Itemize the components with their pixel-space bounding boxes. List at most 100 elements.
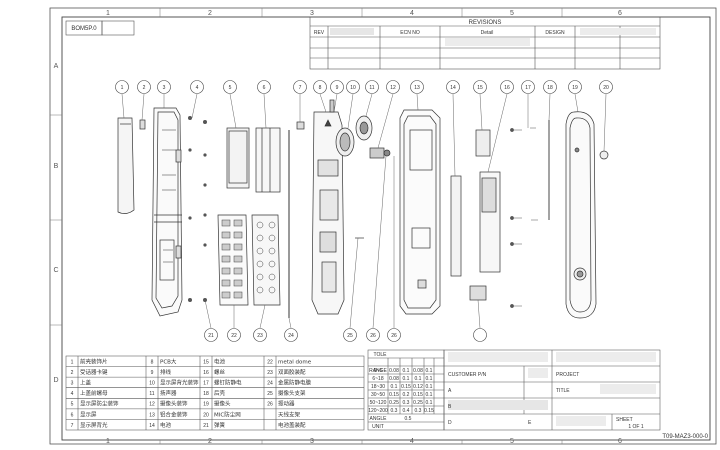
sheet-label: SHEET: [616, 417, 633, 423]
parts-list-item-name: 螺丝: [214, 368, 226, 376]
redacted-strip: [528, 368, 548, 378]
tolerance-cell: 0.15: [413, 392, 423, 398]
tolerance-cell: 6~18: [372, 376, 383, 382]
parts-list-item-number: 12: [149, 402, 155, 408]
corner-code-box-empty: [101, 20, 135, 36]
balloon-label: 19: [572, 85, 578, 91]
tolerance-cell: 0~6: [374, 368, 383, 374]
revisions-title: REVISIONS: [469, 20, 502, 26]
balloon-label: 22: [231, 333, 237, 339]
parts-list-grid: [65, 355, 365, 431]
outer-border: [49, 7, 717, 445]
title-label: TITLE: [556, 388, 570, 394]
tolerance-title: TOLE: [374, 352, 388, 358]
zone-side-d: D: [53, 377, 58, 384]
sheet-value: 1 OF 1: [628, 424, 644, 430]
parts-list-item-name: 显示屏背光: [80, 421, 108, 429]
balloon-label: 24: [288, 333, 294, 339]
revisions-header-design: DESIGN: [545, 30, 565, 36]
redacted-strip: [600, 384, 656, 394]
redacted-strip: [448, 400, 548, 410]
parts-list-item-name: 上盖前螺母: [80, 389, 108, 397]
parts-list-item-name: 弹簧: [214, 421, 226, 429]
tolerance-cell: 0.3: [415, 408, 422, 414]
tolerance-cell: 0.1: [426, 384, 433, 390]
balloon-label: 25: [347, 333, 353, 339]
parts-list-item-name: 排线: [160, 368, 172, 376]
zone-top-5: 5: [510, 10, 514, 17]
parts-list-item-number: 8: [151, 359, 154, 365]
zone-bottom-5: 5: [510, 438, 514, 445]
balloon-label: 5: [229, 85, 232, 91]
parts-list-item-name: metal dome: [278, 359, 312, 365]
balloon-label: 6: [263, 85, 266, 91]
tolerance-cell: 0.1: [391, 384, 398, 390]
part-battery-cover: [469, 129, 501, 301]
parts-list-item-number: 15: [203, 359, 209, 365]
parts-list-item-number: 5: [71, 402, 74, 408]
part-small-round: [599, 150, 609, 160]
balloon-label: 1: [121, 85, 124, 91]
parts-list-item-name: 电池: [160, 421, 172, 429]
balloon-label: 3: [163, 85, 166, 91]
parts-list-item-name: 前壳装饰片: [80, 357, 108, 365]
part-camera: [355, 115, 391, 159]
leader-lines: [121, 93, 607, 329]
parts-list-item-name: PCB大: [160, 357, 177, 365]
tolerance-cell: 0.1: [415, 376, 422, 382]
customer-pn-label: CUSTOMER P/N: [448, 372, 487, 378]
corner-code: BOM5P.0: [71, 26, 97, 32]
tolerance-cell: 30~50: [371, 392, 385, 398]
parts-list-item-name: 摄像头支架: [278, 389, 306, 397]
balloon-label: 2: [143, 85, 146, 91]
parts-list-item-name: 受话器卡键: [80, 368, 108, 376]
parts-list-item-number: 1: [71, 359, 74, 365]
parts-list-item-name: 显示屏防尘装饰: [80, 400, 119, 408]
tolerance-cell: 0.15: [401, 384, 411, 390]
redacted-strip: [556, 352, 656, 362]
redacted-strip: [330, 28, 374, 35]
part-small-square: [296, 121, 305, 130]
tolerance-cell: 0.1: [426, 376, 433, 382]
balloon-label: 14: [450, 85, 456, 91]
parts-list-item-name: 振动器: [278, 400, 295, 408]
part-upper-cover: [151, 107, 183, 317]
zone-bottom-6: 6: [618, 438, 622, 445]
balloon-label: 15: [477, 85, 483, 91]
revisions-header-ecn: ECN NO: [400, 30, 420, 36]
parts-list-item-name: 摄像头装饰: [160, 400, 188, 408]
part-receiver-clip: [139, 119, 146, 130]
parts-list-item-number: 10: [149, 381, 155, 387]
zone-bottom-4: 4: [410, 438, 414, 445]
parts-list-item-name: 电池: [214, 357, 226, 365]
exploded-parts: [117, 99, 609, 319]
parts-list-item-number: 21: [203, 423, 209, 429]
zone-bottom-2: 2: [208, 438, 212, 445]
tolerance-cell: 50~120: [370, 400, 387, 406]
parts-list-item-number: 24: [267, 381, 273, 387]
redacted-strip: [448, 352, 548, 362]
zone-bottom-3: 3: [310, 438, 314, 445]
parts-list-item-number: 3: [71, 381, 74, 387]
balloon-label: 16: [504, 85, 510, 91]
tolerance-cell: 0.1: [403, 368, 410, 374]
parts-list-item-number: 25: [267, 391, 273, 397]
parts-list-item-number: 9: [151, 370, 154, 376]
parts-list-item-number: 6: [71, 412, 74, 418]
part-screws-left: [188, 116, 207, 302]
balloon-label: 21: [208, 333, 214, 339]
tolerance-cell: 0.1: [426, 400, 433, 406]
parts-list-item-name: MIC防尘网: [214, 410, 241, 418]
balloons: [115, 80, 613, 342]
balloon-label: 18: [547, 85, 553, 91]
small-label-d: D: [448, 420, 452, 426]
tolerance-grid: [367, 349, 445, 431]
tolerance-angle-value: 0.5: [405, 416, 412, 422]
parts-list-item-name: 金属防静电膜: [278, 379, 312, 387]
part-backlight: [255, 127, 281, 193]
redacted-strip: [556, 416, 606, 426]
parts-list-item-number: 23: [267, 370, 273, 376]
tolerance-cell: 0.25: [389, 400, 399, 406]
